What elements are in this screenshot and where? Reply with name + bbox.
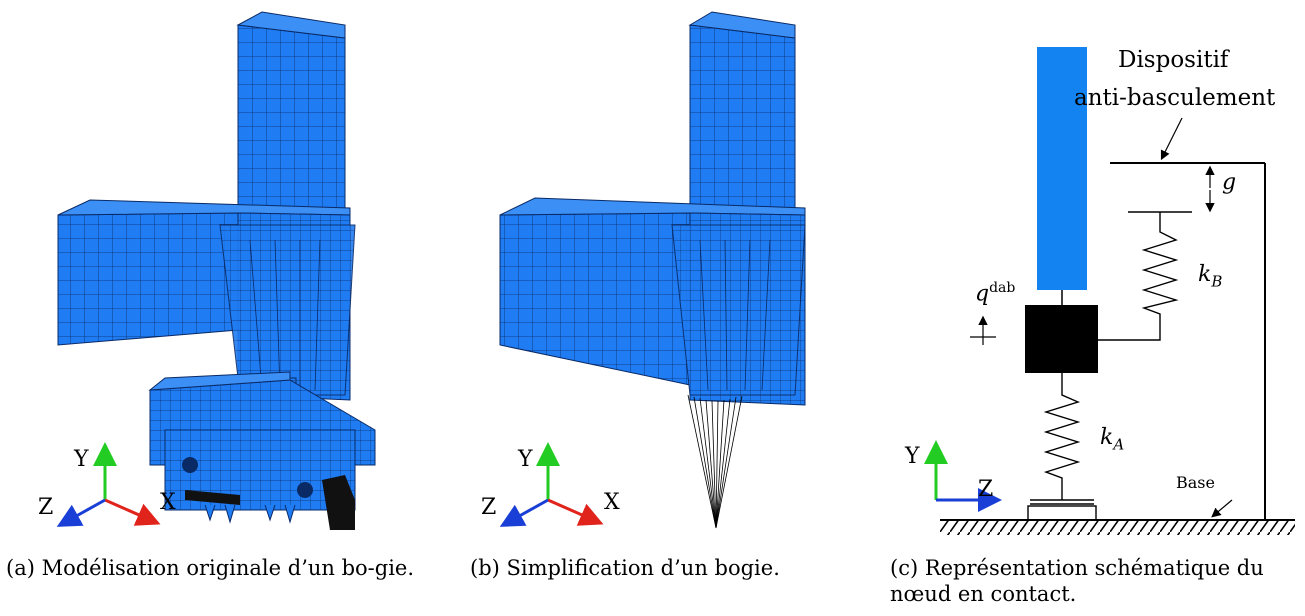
axis-label-z-c: Z bbox=[978, 477, 994, 502]
gap-label: g bbox=[1222, 170, 1237, 195]
bogie-original-model bbox=[57, 11, 376, 530]
contact-pad bbox=[1027, 505, 1097, 521]
axis-label-y-a: Y bbox=[74, 447, 89, 472]
axis-label-y-b: Y bbox=[518, 447, 533, 472]
spring-kb bbox=[1098, 212, 1179, 341]
q-label-main: q bbox=[975, 281, 990, 307]
contact-node-schematic bbox=[940, 47, 1295, 535]
kb-label-main: k bbox=[1198, 262, 1212, 287]
spring-ka bbox=[1043, 373, 1081, 500]
device-label-line1: Dispositif bbox=[1118, 47, 1229, 73]
caption-b: (b) Simplification d’un bogie. bbox=[470, 556, 780, 580]
q-label: qdab bbox=[975, 275, 1015, 307]
axis-triad-a bbox=[56, 442, 161, 527]
ka-label-sub: A bbox=[1113, 435, 1125, 454]
device-label-line2: anti-basculement bbox=[1074, 85, 1276, 111]
column-element bbox=[1037, 47, 1087, 290]
axis-label-z-a: Z bbox=[38, 495, 54, 520]
axis-label-z-b: Z bbox=[481, 495, 497, 520]
axis-label-x-a: X bbox=[160, 490, 176, 515]
bogie-simplified-model bbox=[499, 11, 806, 529]
q-label-sup: dab bbox=[989, 280, 1016, 296]
caption-a: (a) Modélisation originale d’un bo-gie. bbox=[6, 556, 415, 580]
base-label: Base bbox=[1176, 473, 1215, 492]
axis-triad-c bbox=[924, 440, 1002, 512]
axis-label-x-b: X bbox=[604, 490, 620, 515]
axis-label-y-c: Y bbox=[905, 444, 920, 469]
ka-label: kA bbox=[1100, 425, 1124, 457]
caption-c: (c) Représentation schématique du nœud e… bbox=[890, 556, 1264, 606]
node-mass bbox=[1025, 305, 1098, 373]
ka-label-main: k bbox=[1100, 425, 1114, 450]
axis-triad-b bbox=[499, 442, 604, 527]
kb-label: kB bbox=[1198, 262, 1222, 294]
kb-label-sub: B bbox=[1211, 272, 1223, 291]
